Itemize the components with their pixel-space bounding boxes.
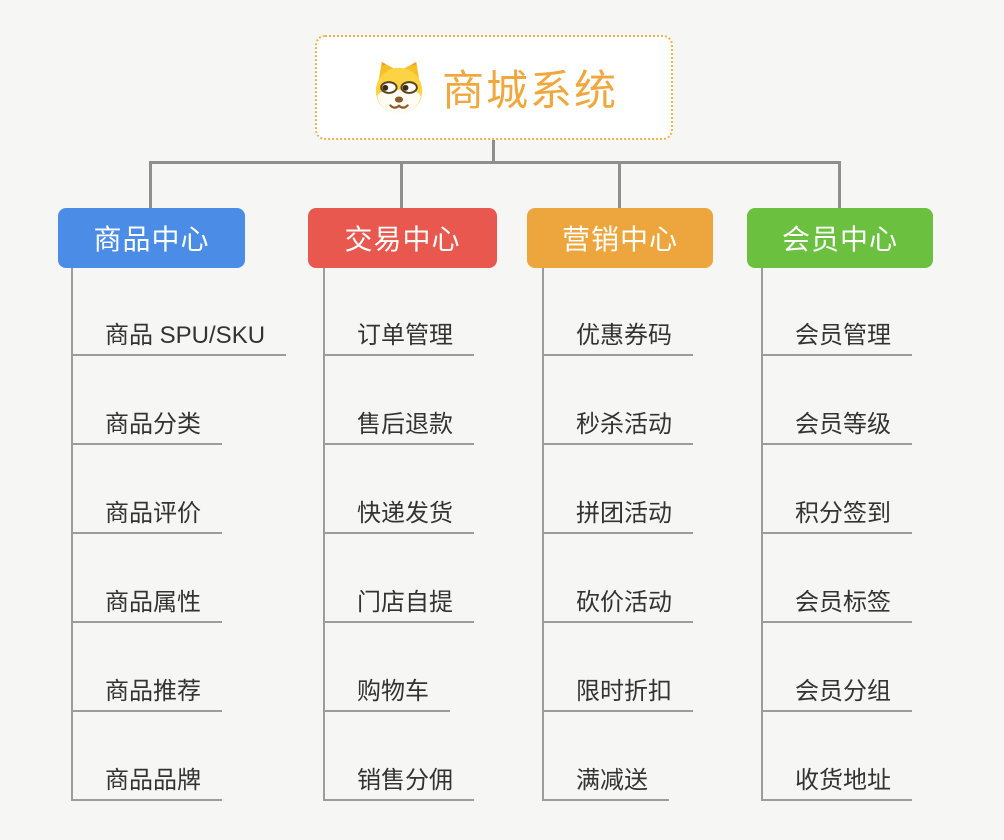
child-node-shopping-cart[interactable]: 购物车 [323, 674, 450, 712]
child-node-member-group[interactable]: 会员分组 [761, 674, 912, 712]
connector-branch-3-stem [618, 163, 621, 208]
connector-branch-4-spine [761, 268, 763, 801]
child-node-limited-time-discount[interactable]: 限时折扣 [542, 674, 693, 712]
child-node-points-checkin[interactable]: 积分签到 [761, 496, 912, 534]
child-node-express-delivery[interactable]: 快递发货 [323, 496, 474, 534]
branch-node-product-center[interactable]: 商品中心 [58, 208, 245, 268]
child-node-product-brand[interactable]: 商品品牌 [71, 763, 222, 801]
child-node-product-attribute[interactable]: 商品属性 [71, 585, 222, 623]
connector-branch-2-spine [323, 268, 325, 801]
child-node-product-category[interactable]: 商品分类 [71, 407, 222, 445]
branch-label: 商品中心 [93, 224, 210, 255]
child-node-store-pickup[interactable]: 门店自提 [323, 585, 474, 623]
connector-branch-4-stem [838, 163, 841, 208]
branch-node-marketing-center[interactable]: 营销中心 [527, 208, 713, 268]
child-node-member-tag[interactable]: 会员标签 [761, 585, 912, 623]
root-node-label: 商城系统 [441, 67, 618, 114]
child-node-member-management[interactable]: 会员管理 [761, 318, 912, 356]
connector-branch-2-stem [400, 163, 403, 208]
child-node-group-buy[interactable]: 拼团活动 [542, 496, 693, 534]
branch-node-trade-center[interactable]: 交易中心 [308, 208, 497, 268]
child-node-sales-commission[interactable]: 销售分佣 [323, 763, 474, 801]
connector-distribution-line [149, 161, 841, 164]
connector-root-stem [492, 140, 495, 163]
branch-label: 会员中心 [781, 224, 898, 255]
child-node-shipping-address[interactable]: 收货地址 [761, 763, 912, 801]
child-node-coupon-code[interactable]: 优惠券码 [542, 318, 693, 356]
branch-node-member-center[interactable]: 会员中心 [747, 208, 933, 268]
child-node-bargain-activity[interactable]: 砍价活动 [542, 585, 693, 623]
child-node-aftersale-refund[interactable]: 售后退款 [323, 407, 474, 445]
child-node-product-recommend[interactable]: 商品推荐 [71, 674, 222, 712]
child-node-product-review[interactable]: 商品评价 [71, 496, 222, 534]
child-node-member-level[interactable]: 会员等级 [761, 407, 912, 445]
connector-branch-1-stem [149, 163, 152, 208]
connector-branch-3-spine [542, 268, 544, 801]
child-node-full-reduction[interactable]: 满减送 [542, 763, 669, 801]
branch-label: 交易中心 [344, 224, 461, 255]
connector-branch-1-spine [71, 268, 73, 801]
child-node-order-management[interactable]: 订单管理 [323, 318, 474, 356]
dog-face-icon [375, 61, 423, 114]
root-node-mall-system[interactable]: 商城系统 [315, 35, 673, 140]
child-node-flash-sale[interactable]: 秒杀活动 [542, 407, 693, 445]
child-node-product-spu-sku[interactable]: 商品 SPU/SKU [71, 318, 287, 356]
branch-label: 营销中心 [561, 224, 678, 255]
